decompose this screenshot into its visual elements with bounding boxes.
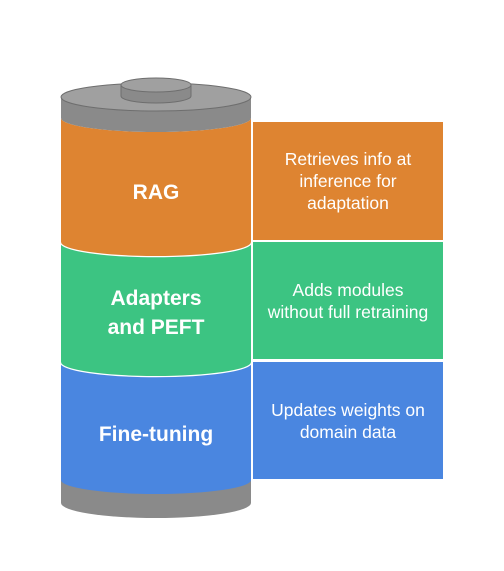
finetuning-description: Updates weights on domain data: [271, 399, 425, 442]
adapters-description: Adds modules without full retraining: [267, 279, 429, 322]
battery-top-cap: [60, 82, 252, 132]
rag-description-box: Retrieves info at inference for adaptati…: [253, 122, 443, 240]
adapters-description-box: Adds modules without full retraining: [253, 242, 443, 359]
adapters-label-line-2: and PEFT: [108, 316, 205, 339]
battery-terminal: [120, 77, 192, 104]
segment-rag: [61, 118, 251, 256]
finetuning-description-box: Updates weights on domain data: [253, 362, 443, 479]
rag-label: RAG: [133, 181, 180, 204]
finetuning-label: Fine-tuning: [99, 423, 213, 446]
adapters-label-line-1: Adapters: [110, 287, 201, 310]
rag-description: Retrieves info at inference for adaptati…: [284, 149, 412, 213]
